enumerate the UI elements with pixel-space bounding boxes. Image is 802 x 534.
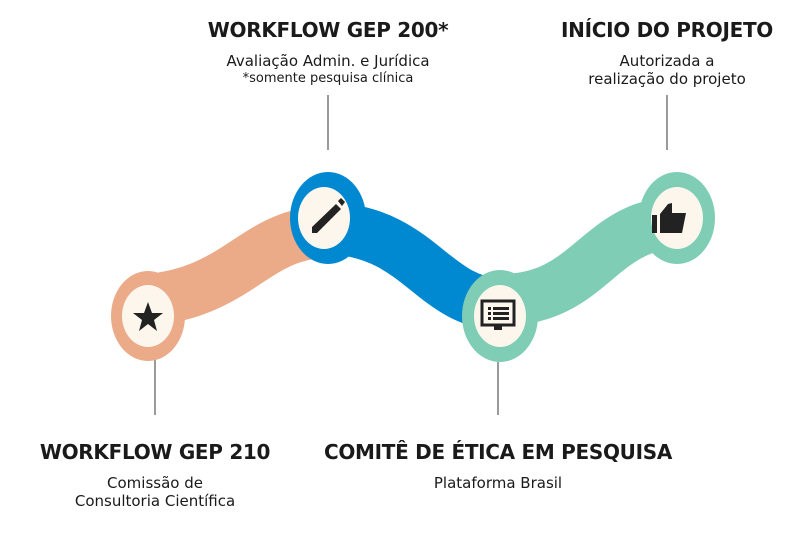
step-4-line-1: Autorizada a bbox=[619, 52, 715, 70]
step-2-title: WORKFLOW GEP 200* bbox=[207, 18, 449, 42]
step-1-line-2: Consultoria Científica bbox=[74, 492, 236, 510]
step-3-title: COMITÊ DE ÉTICA EM PESQUISA bbox=[323, 440, 673, 464]
step-4-title: INÍCIO DO PROJETO bbox=[561, 18, 773, 42]
step-4-line-2: realização do projeto bbox=[588, 70, 746, 88]
step-1-title: WORKFLOW GEP 210 bbox=[39, 440, 271, 464]
step-1-line-1: Comissão de bbox=[107, 474, 203, 492]
star-icon bbox=[133, 302, 163, 331]
connector-lines bbox=[154, 95, 668, 415]
monitor-list-icon bbox=[480, 299, 516, 330]
step-2-line-1: Avaliação Admin. e Jurídica bbox=[226, 52, 430, 70]
thumbs-up-icon bbox=[652, 203, 686, 233]
step-3-line-1: Plataforma Brasil bbox=[433, 474, 563, 492]
step-2-line-2: *somente pesquisa clínica bbox=[242, 71, 414, 86]
pencil-icon bbox=[312, 198, 345, 233]
